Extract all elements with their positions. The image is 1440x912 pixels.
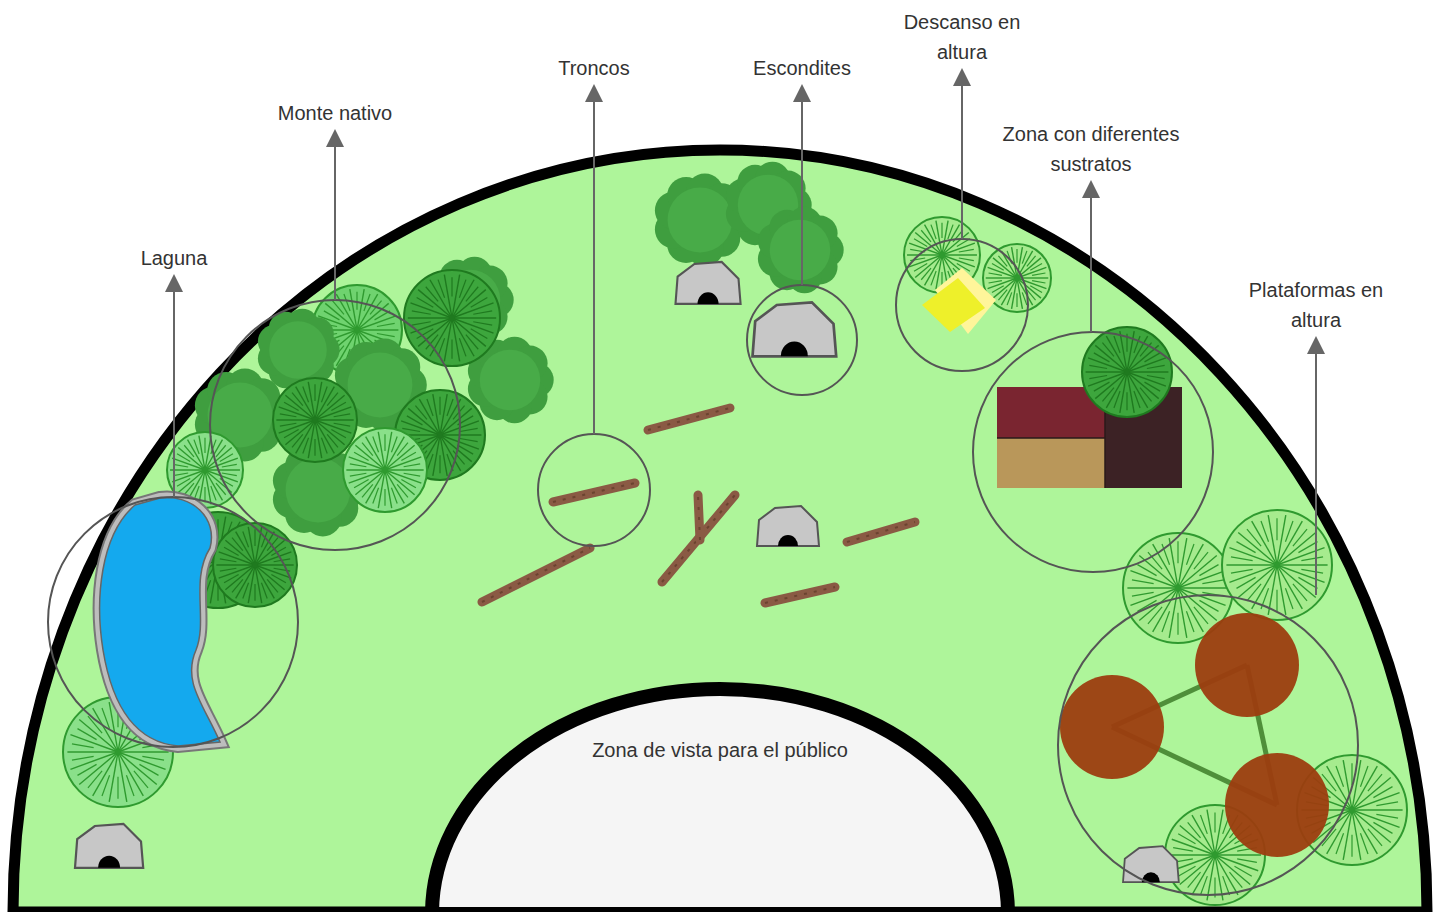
leader-arrow — [593, 93, 595, 434]
zone-circle — [896, 239, 1028, 371]
log-texture — [765, 587, 835, 603]
zone-label: Troncos — [529, 53, 659, 83]
tree-spiky — [273, 378, 357, 462]
zone-label: Descanso en altura — [882, 7, 1042, 67]
log — [662, 495, 735, 582]
zone-circle — [48, 497, 298, 747]
zone-circle — [538, 434, 650, 546]
leader-arrow — [334, 138, 336, 300]
leader-arrows — [174, 77, 1316, 595]
zone-circle — [210, 300, 460, 550]
log — [648, 408, 730, 430]
tree-spiky — [1082, 327, 1172, 417]
height-platform — [1060, 675, 1164, 779]
rock-den — [676, 262, 741, 304]
viewing-zone-outline — [425, 680, 1015, 912]
log-texture — [648, 408, 730, 430]
zone-label: Laguna — [114, 243, 234, 273]
substrate — [997, 438, 1105, 488]
log-texture — [662, 495, 735, 582]
height-platform — [1195, 613, 1299, 717]
log — [765, 587, 835, 603]
leader-arrow — [801, 93, 803, 285]
height-platform — [1225, 753, 1329, 857]
log — [847, 522, 915, 542]
tree-spiky — [404, 270, 500, 366]
zone-circle — [973, 332, 1213, 572]
log-texture — [553, 483, 635, 502]
tree-spiky — [343, 428, 427, 512]
log-texture — [482, 548, 590, 602]
leader-arrow — [961, 77, 963, 239]
rock-den — [753, 302, 837, 356]
rock-den — [757, 506, 819, 546]
zone-label: Monte nativo — [245, 98, 425, 128]
lagoon-water — [100, 498, 220, 746]
lagoon-rim — [100, 498, 220, 746]
zone-circle — [747, 285, 857, 395]
rest-platform — [922, 278, 985, 332]
lagoon-rim — [100, 498, 220, 746]
log-texture — [847, 522, 915, 542]
rock-den — [75, 824, 143, 868]
viewing-zone: Zona de vista para el público — [425, 680, 1015, 912]
zone-label: Plataformas en altura — [1226, 275, 1406, 335]
log — [482, 548, 590, 602]
zone-label: Zona con diferentes sustratos — [971, 119, 1211, 179]
rock-den — [1123, 846, 1179, 882]
leader-arrow — [1090, 189, 1092, 332]
leader-arrow — [1315, 345, 1317, 595]
zone-circle — [1058, 595, 1358, 895]
log-texture — [698, 495, 700, 540]
zone-label: Escondites — [732, 53, 872, 83]
zone-title: Zona de vista para el público — [570, 735, 870, 765]
log — [698, 495, 700, 540]
tree-blob — [758, 207, 844, 294]
log — [553, 483, 635, 502]
leader-arrow — [173, 283, 175, 497]
